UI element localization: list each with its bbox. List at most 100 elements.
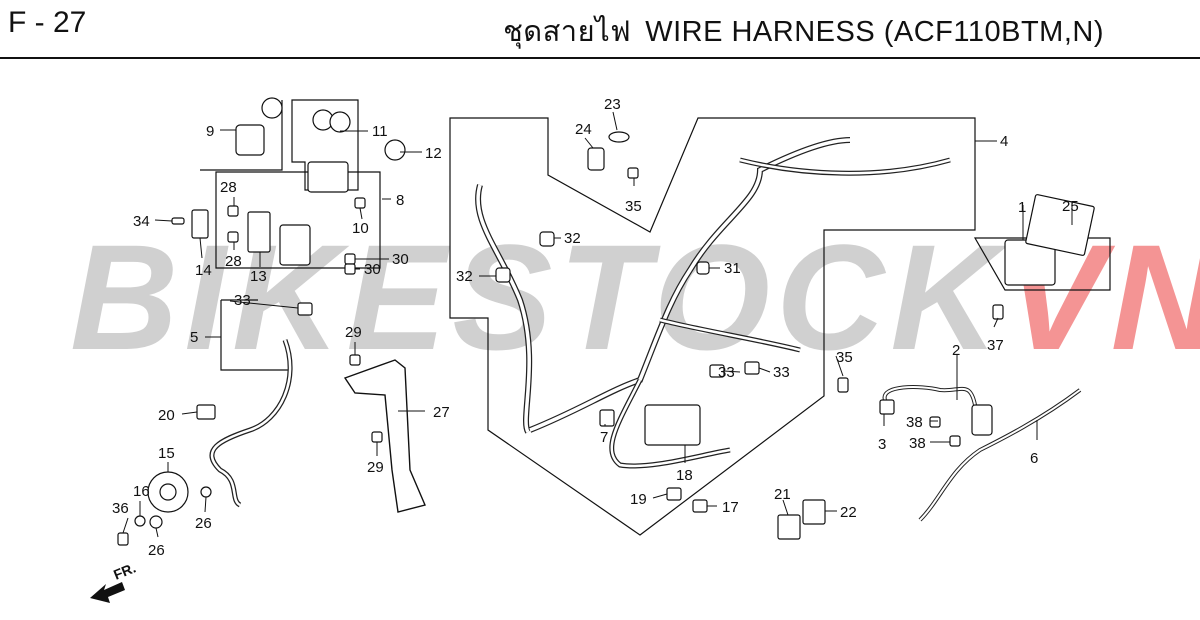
sub-harness-5 [209, 339, 293, 508]
front-direction-label: FR. [111, 559, 138, 582]
callout-label: 15 [158, 445, 175, 462]
title-thai: ชุดสายไฟ [503, 16, 632, 48]
screw-34 [171, 217, 185, 225]
clip-31 [696, 261, 710, 275]
callout-label: 16 [133, 483, 150, 500]
callout-label: 6 [1030, 450, 1038, 467]
callout-label: 2 [952, 342, 960, 359]
callout-label: 23 [604, 96, 621, 113]
callout-label: 21 [774, 486, 791, 503]
washer-26b [200, 486, 212, 498]
callout-label: 29 [367, 459, 384, 476]
callout-label: 31 [724, 260, 741, 277]
callout-label: 13 [250, 268, 267, 285]
clamp-32a [539, 231, 555, 247]
coil-2 [971, 404, 993, 436]
clip-33b [744, 361, 760, 375]
callout-label: 14 [195, 262, 212, 279]
callout-label: 35 [625, 198, 642, 215]
callout-label: 30 [392, 251, 409, 268]
horn-center [159, 483, 177, 501]
clip-23 [608, 131, 630, 143]
callout-label: 30 [364, 261, 381, 278]
harness-main-right-inner [529, 138, 851, 432]
relay-13 [247, 211, 271, 253]
callout-label: 32 [564, 230, 581, 247]
seat-lock-11 [307, 161, 349, 193]
group-box-11 [291, 99, 359, 191]
callout-label: 29 [345, 324, 362, 341]
bracket-14 [191, 209, 209, 239]
screw-28a [227, 205, 239, 217]
diagram-title: ชุดสายไฟ WIRE HARNESS (ACF110BTM,N) [503, 8, 1104, 54]
callout-label: 19 [630, 491, 647, 508]
callout-label: 38 [909, 435, 926, 452]
clip-29a [349, 354, 361, 366]
screw-30a [344, 253, 356, 265]
callout-label: 35 [836, 349, 853, 366]
callout-label: 28 [225, 253, 242, 270]
callout-label: 34 [133, 213, 150, 230]
sensor-24 [587, 147, 605, 171]
group-box-9 [200, 100, 283, 171]
callout-label: 25 [1062, 198, 1079, 215]
cap-20 [196, 404, 216, 420]
fuse-19 [666, 487, 682, 501]
callout-label: 8 [396, 192, 404, 209]
callout-label: 17 [722, 499, 739, 516]
parts-diagram: FR. 1 2 3 4 5 6 7 8 9 10 11 12 13 14 15 … [90, 96, 1111, 603]
callout-label: 18 [676, 467, 693, 484]
connector-3 [879, 399, 895, 415]
screw-30b [344, 263, 356, 275]
key-11b [329, 111, 351, 133]
callout-label: 20 [158, 407, 175, 424]
watermark-text-a: BIKESTOCK [70, 213, 1005, 381]
bolt-38a [929, 416, 941, 428]
callout-label: 9 [206, 123, 214, 140]
header-rule [0, 57, 1200, 59]
bolt-35b [627, 167, 639, 179]
harness-main-left-inner [476, 184, 531, 433]
screw-10 [354, 197, 366, 209]
harness-main-right [528, 137, 851, 433]
sub-harness-2-inner [883, 386, 976, 406]
bolt-37 [992, 304, 1004, 320]
page-header: F - 27 ชุดสายไฟ WIRE HARNESS (ACF110BTM,N… [0, 0, 1200, 59]
callout-label: 5 [190, 329, 198, 346]
callout-labels: 1 2 3 4 5 6 7 8 9 10 11 12 13 14 15 16 1… [112, 96, 1079, 559]
ignition-switch-9 [235, 124, 265, 156]
harness-branch-top-inner [739, 158, 951, 175]
callout-label: 1 [1018, 199, 1026, 216]
washer-26 [149, 515, 163, 529]
bolt-36 [117, 532, 129, 546]
callout-label: 33 [718, 364, 735, 381]
cap-7 [599, 409, 615, 427]
callout-label: 11 [372, 123, 388, 140]
bolt-35 [837, 377, 849, 393]
group-box-5 [220, 299, 290, 371]
lock-assembly [279, 224, 311, 266]
key-12 [384, 139, 406, 161]
callout-label: 28 [220, 179, 237, 196]
side-stand-bracket [343, 359, 426, 513]
sub-harness-6-inner [919, 389, 1081, 521]
page-code: F - 27 [8, 6, 87, 39]
callout-label: 27 [433, 404, 450, 421]
callout-label: 4 [1000, 133, 1008, 150]
title-english: WIRE HARNESS (ACF110BTM,N) [645, 16, 1104, 48]
washer-16 [134, 515, 146, 527]
watermark-logo: BIKESTOCKVN [70, 222, 1200, 372]
screw-28b [227, 231, 239, 243]
callout-label: 24 [575, 121, 592, 138]
callout-label: 26 [148, 542, 165, 559]
callout-label: 33 [773, 364, 790, 381]
clip-33c [297, 302, 313, 316]
callout-label: 3 [878, 436, 886, 453]
bolt-38b [949, 435, 961, 447]
sub-harness-6 [918, 388, 1082, 522]
callout-label: 7 [600, 429, 608, 446]
front-direction-arrow: FR. [90, 559, 138, 603]
callout-label: 26 [195, 515, 212, 532]
callout-label: 37 [987, 337, 1004, 354]
bracket-25 [1025, 194, 1095, 256]
